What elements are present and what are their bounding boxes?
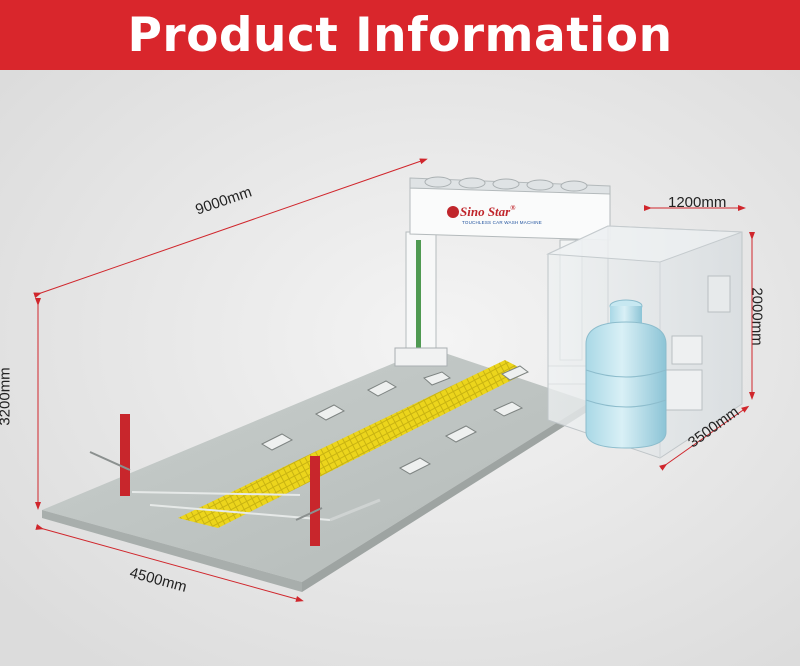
platform-edge [302, 402, 590, 592]
dimension-room-width: 1200mm [668, 194, 727, 211]
guide-post-right [310, 456, 320, 546]
header-banner: Product Information [0, 0, 800, 70]
rail-rod [329, 498, 381, 522]
guide-post-left [120, 414, 130, 496]
dimension-height: 3200mm [0, 367, 14, 426]
rail-line [131, 491, 301, 496]
car-wash-illustration [0, 70, 800, 666]
water-tank [585, 299, 667, 449]
tread-strip [178, 360, 528, 528]
brand-tagline: TOUCHLESS CAR WASH MACHINE [462, 220, 542, 225]
post-arm [89, 451, 131, 471]
product-scene: Sino Star® TOUCHLESS CAR WASH MACHINE 90… [0, 70, 800, 666]
brand-logo: Sino Star® [460, 204, 515, 220]
dimension-room-height: 2000mm [748, 287, 766, 346]
dimension-lines [33, 158, 755, 602]
brand-name: Sino Star [460, 204, 511, 219]
wheel-chocks [260, 365, 529, 475]
brand-mark: ® [510, 204, 516, 212]
page-title: Product Information [127, 7, 673, 63]
post-arm [295, 507, 323, 521]
